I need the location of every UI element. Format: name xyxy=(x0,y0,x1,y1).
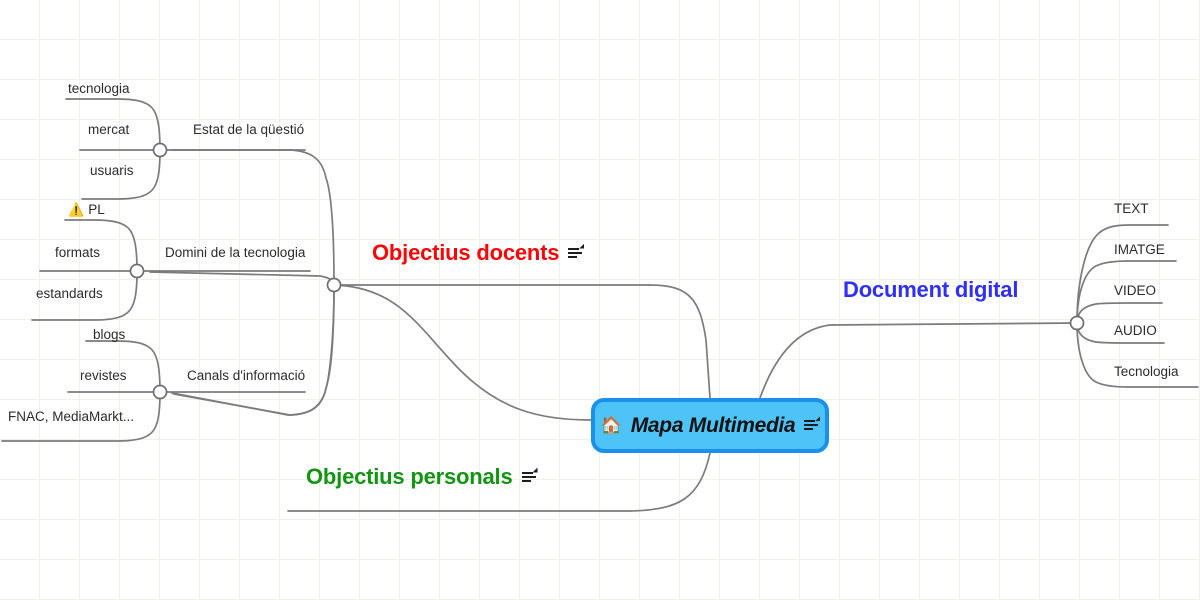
branch-objectius-personals-label: Objectius personals xyxy=(306,464,513,489)
leaf-text-label: TEXT xyxy=(1114,201,1149,216)
warning-emoji: ⚠️ xyxy=(68,202,85,218)
note-icon[interactable] xyxy=(568,243,585,260)
leaf-pl[interactable]: ⚠️ PL xyxy=(68,203,105,217)
note-icon[interactable] xyxy=(521,467,538,484)
leaf-mercat[interactable]: mercat xyxy=(88,123,129,137)
leaf-estandards[interactable]: estandards xyxy=(36,287,103,301)
node-canals-d-informacio-label: Canals d'informació xyxy=(187,368,306,383)
leaf-imatge[interactable]: IMATGE xyxy=(1114,243,1165,257)
leaf-mercat-label: mercat xyxy=(88,122,130,137)
leaf-video[interactable]: VIDEO xyxy=(1114,284,1156,298)
note-icon[interactable] xyxy=(804,416,821,432)
leaf-usuaris-label: usuaris xyxy=(90,163,134,178)
branch-document-digital[interactable]: Document digital xyxy=(843,279,1018,301)
leaf-tecnologia-label: tecnologia xyxy=(68,81,130,96)
leaf-audio-label: AUDIO xyxy=(1114,323,1157,338)
branch-objectius-docents[interactable]: Objectius docents xyxy=(372,240,585,265)
leaf-blogs[interactable]: blogs xyxy=(93,328,125,342)
node-canals-d-informacio[interactable]: Canals d'informació xyxy=(187,369,305,383)
leaf-pl-label: PL xyxy=(88,202,105,217)
node-domini-de-la-tecnologia-label: Domini de la tecnologia xyxy=(165,245,306,260)
branch-objectius-docents-label: Objectius docents xyxy=(372,240,560,265)
root-node[interactable]: 🏠 Mapa Multimedia xyxy=(591,398,829,453)
root-node-label: Mapa Multimedia xyxy=(630,413,796,437)
node-estat-de-la-questio-label: Estat de la qüestió xyxy=(193,122,305,137)
leaf-fnac-mediamarkt-label: FNAC, MediaMarkt... xyxy=(8,409,135,424)
house-emoji: 🏠 xyxy=(600,416,622,435)
leaf-estandards-label: estandards xyxy=(36,286,103,301)
leaf-fnac-mediamarkt[interactable]: FNAC, MediaMarkt... xyxy=(8,410,134,424)
leaf-video-label: VIDEO xyxy=(1114,283,1157,298)
node-domini-de-la-tecnologia[interactable]: Domini de la tecnologia xyxy=(165,246,305,260)
leaf-imatge-label: IMATGE xyxy=(1114,242,1165,257)
leaf-tecnologia-right-label: Tecnologia xyxy=(1114,364,1179,379)
leaf-tecnologia[interactable]: tecnologia xyxy=(68,82,130,96)
leaf-text[interactable]: TEXT xyxy=(1114,202,1149,216)
leaf-revistes-label: revistes xyxy=(80,368,127,383)
node-estat-de-la-questio[interactable]: Estat de la qüestió xyxy=(193,123,304,137)
leaf-audio[interactable]: AUDIO xyxy=(1114,324,1157,338)
leaf-revistes[interactable]: revistes xyxy=(80,369,127,383)
branch-objectius-personals[interactable]: Objectius personals xyxy=(306,464,538,489)
leaf-usuaris[interactable]: usuaris xyxy=(90,164,134,178)
branch-document-digital-label: Document digital xyxy=(843,277,1019,302)
leaf-blogs-label: blogs xyxy=(93,327,126,342)
leaf-tecnologia-right[interactable]: Tecnologia xyxy=(1114,365,1179,379)
leaf-formats[interactable]: formats xyxy=(55,246,100,260)
leaf-formats-label: formats xyxy=(55,245,101,260)
